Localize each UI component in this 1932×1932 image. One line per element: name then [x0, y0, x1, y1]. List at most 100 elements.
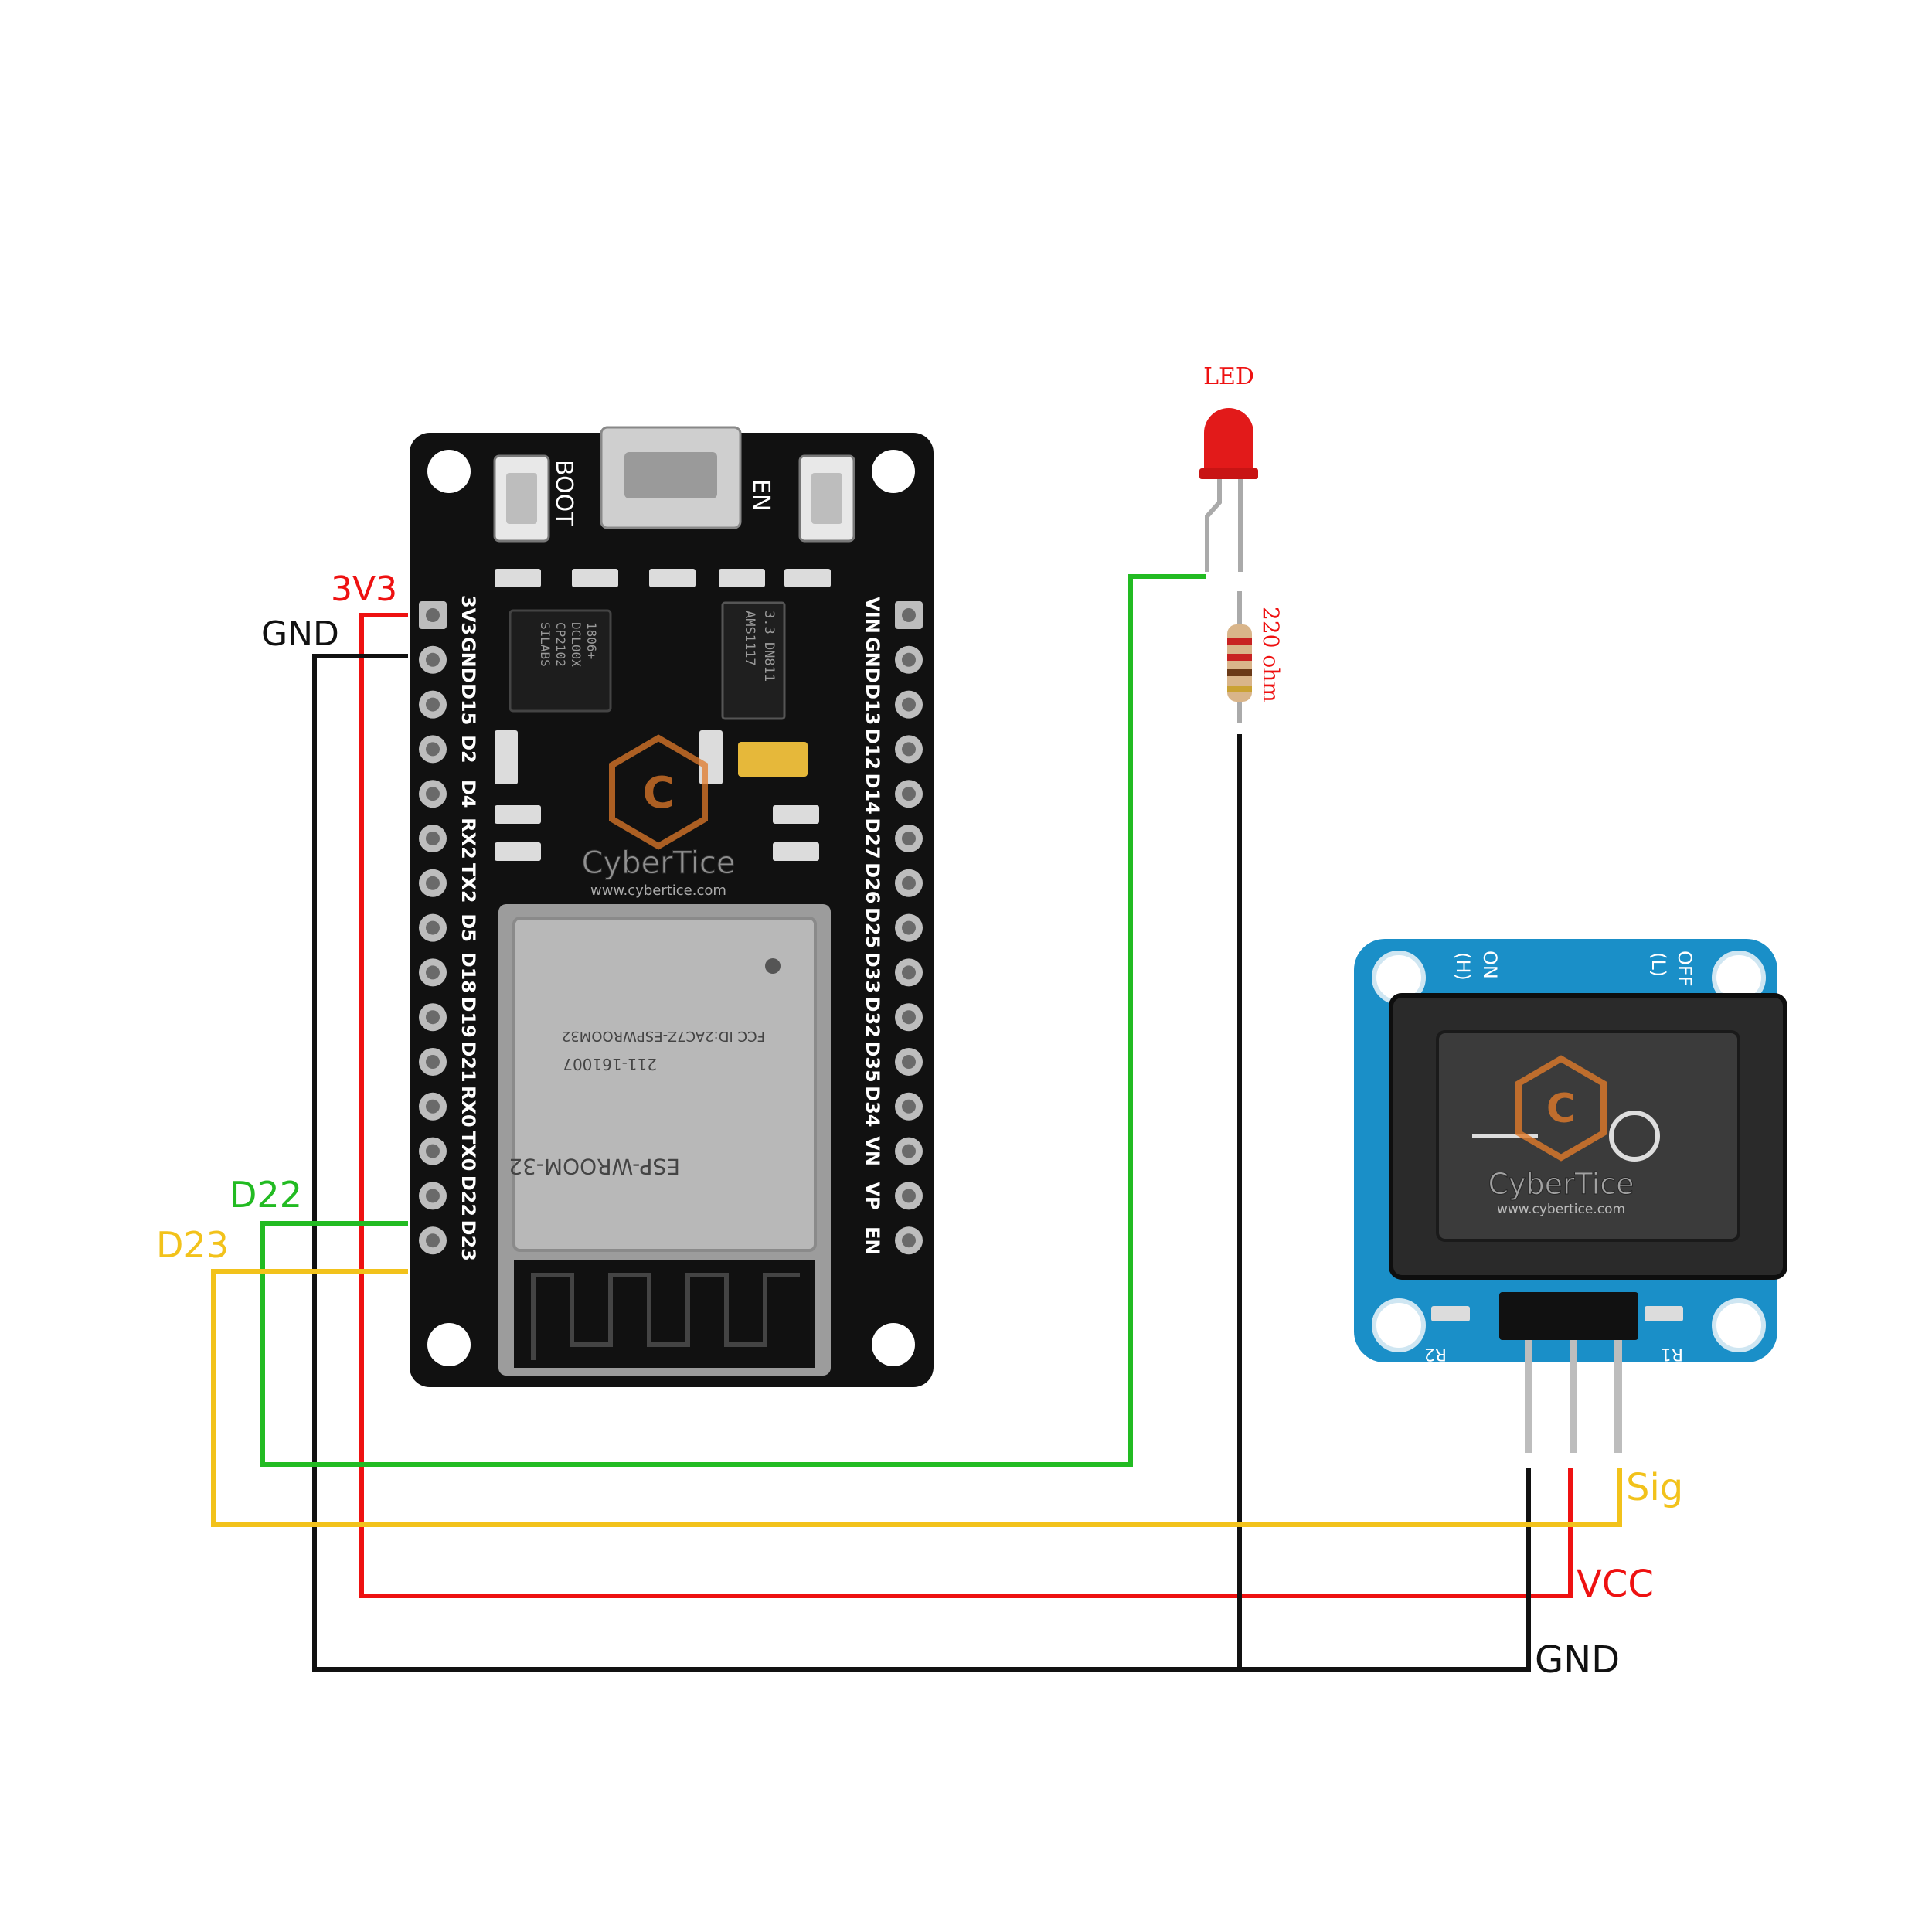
- left-pin-label: D4: [457, 780, 479, 808]
- left-header: 3V3GNDD15D2D4RX2TX2D5D18D19D21RX0TX0D22D…: [419, 595, 479, 1261]
- label-gnd-right: GND: [1535, 1638, 1620, 1682]
- logo-letter: C: [1546, 1086, 1576, 1132]
- led: LED: [1199, 363, 1258, 572]
- left-pin-hole: [426, 1055, 440, 1069]
- left-pin-label: D22: [457, 1175, 479, 1216]
- label-vcc: VCC: [1577, 1563, 1654, 1606]
- left-pin-hole: [426, 652, 440, 667]
- left-pin-hole: [426, 742, 440, 757]
- smd: [784, 569, 831, 587]
- left-pin-label: 3V3: [457, 595, 479, 635]
- smd: [572, 569, 618, 587]
- right-pin-label: D26: [862, 862, 883, 903]
- mount-hole: [872, 450, 915, 493]
- smd: [495, 730, 518, 784]
- boot-button-cap: [506, 473, 537, 524]
- left-pin-label: D2: [457, 735, 479, 764]
- left-pin-hole: [426, 876, 440, 890]
- right-pin-hole: [902, 1144, 916, 1158]
- left-pin-label: D23: [457, 1220, 479, 1261]
- cp2102-line: DCL00X: [569, 622, 583, 667]
- watermark-brand: CyberTice: [582, 845, 736, 881]
- antenna-trace: [531, 1273, 800, 1360]
- watermark-url: www.cybertice.com: [590, 883, 726, 899]
- wroom-model: ESP-WROOM-32: [509, 1154, 680, 1179]
- led-leg-anode: [1205, 479, 1222, 572]
- smd: [773, 805, 819, 824]
- left-pin-label: D15: [457, 684, 479, 725]
- right-pin-hole: [902, 652, 916, 667]
- regulator-line: 3.3 DN811: [761, 611, 777, 682]
- label-gnd-left: GND: [261, 614, 339, 654]
- switch-off-sub: (L): [1648, 952, 1669, 977]
- right-pin-hole: [902, 1055, 916, 1069]
- left-pin-hole: [426, 697, 440, 712]
- right-pin-hole: [902, 1233, 916, 1248]
- resistor-band: [1227, 638, 1252, 645]
- mount-hole: [872, 1323, 915, 1366]
- en-button-cap: [811, 473, 842, 524]
- switch-off-label: OFF: [1674, 951, 1696, 987]
- right-pin-hole: [902, 965, 916, 980]
- right-pin-hole: [902, 832, 916, 845]
- led-body: [1204, 408, 1253, 473]
- smd: [649, 569, 696, 587]
- wire-gnd: [312, 654, 1531, 1672]
- smd: [719, 569, 765, 587]
- left-pin-label: GND: [457, 637, 479, 683]
- right-pin-label: D27: [862, 818, 883, 859]
- led-base: [1199, 468, 1258, 479]
- smd: [495, 569, 541, 587]
- regulator-line: AMS1117: [742, 611, 757, 666]
- mount-hole: [427, 1323, 471, 1366]
- right-pin-label: VIN: [862, 597, 883, 634]
- mount-hole: [1372, 1298, 1426, 1352]
- logo-letter: C: [642, 768, 674, 818]
- left-pin-hole: [426, 787, 440, 801]
- right-pin-hole: [902, 787, 916, 801]
- label-d23: D23: [156, 1224, 229, 1266]
- cp2102-text: SILABS CP2102 DCL00X 1806+: [538, 622, 599, 667]
- switch-on-sub: (H): [1452, 952, 1474, 981]
- watermark-brand: CyberTice: [1488, 1167, 1634, 1201]
- rocker-face: [1436, 1030, 1740, 1242]
- right-pin-hole: [902, 608, 916, 622]
- left-pin-label: D5: [457, 913, 479, 942]
- mount-hole: [427, 450, 471, 493]
- wire-labels: 3V3 GND D22 D23 Sig VCC GND: [156, 570, 1683, 1682]
- right-pin-label: VP: [862, 1182, 883, 1209]
- resistor-band: [1227, 669, 1252, 676]
- regulator-text: AMS1117 3.3 DN811: [742, 611, 777, 682]
- right-pin-hole: [902, 1099, 916, 1114]
- right-pin-label: D33: [862, 952, 883, 993]
- resistor-label: 220 ohm: [1258, 607, 1284, 702]
- right-pin-label: D32: [862, 997, 883, 1038]
- cp2102-line: CP2102: [553, 622, 568, 667]
- smd: [1431, 1306, 1470, 1321]
- mount-hole: [1712, 1298, 1766, 1352]
- cp2102-chip: [509, 609, 612, 713]
- cybertice-logo-icon: [1515, 1055, 1607, 1162]
- left-pin-hole: [426, 965, 440, 980]
- usb-port-inner: [624, 452, 717, 498]
- left-pin-label: D19: [457, 997, 479, 1038]
- right-pin-label: D25: [862, 907, 883, 948]
- r1-label: R1: [1661, 1344, 1683, 1363]
- right-header: VINGNDD13D12D14D27D26D25D33D32D35D34VNVP…: [862, 597, 923, 1254]
- left-pin-hole: [426, 920, 440, 935]
- left-pin-hole: [426, 832, 440, 845]
- right-pin-label: D14: [862, 774, 883, 815]
- right-pin-label: D34: [862, 1086, 883, 1127]
- wroom-id: 211-161007: [563, 1055, 657, 1073]
- watermark-switch: C CyberTice www.cybertice.com: [1488, 1055, 1634, 1217]
- right-pin-hole: [902, 1189, 916, 1203]
- switch-header: [1499, 1292, 1638, 1340]
- left-pin-label: RX0: [457, 1086, 479, 1128]
- wire-3v3: [359, 613, 1573, 1598]
- left-pin-hole: [426, 1099, 440, 1114]
- left-pin-label: D21: [457, 1041, 479, 1082]
- right-pin-label: EN: [862, 1226, 883, 1254]
- cp2102-line: 1806+: [584, 622, 599, 659]
- smd: [495, 842, 541, 861]
- right-pin-hole: [902, 697, 916, 712]
